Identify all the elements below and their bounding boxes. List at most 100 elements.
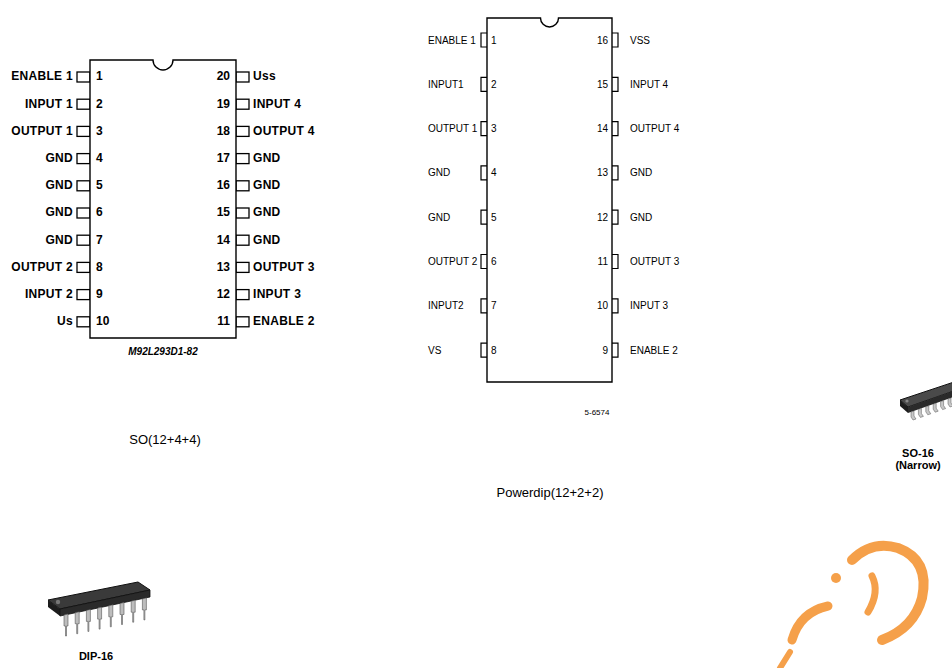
pin-stub: [77, 126, 90, 136]
pin-name: OUTPUT 1: [428, 123, 477, 134]
pin-number: 8: [491, 345, 497, 356]
dip-leg: [109, 605, 113, 627]
pin-stub: [236, 290, 249, 300]
pin-name: Us: [57, 315, 73, 328]
pin-number: 15: [217, 206, 230, 219]
pin-number: 8: [96, 261, 103, 274]
pin-name: ENABLE 1: [11, 70, 73, 83]
pin-stub: [612, 77, 618, 91]
pin-stub: [481, 77, 487, 91]
pin-number: 5: [491, 212, 497, 223]
pin-stub: [612, 299, 618, 313]
pin-number: 9: [96, 288, 103, 301]
pin-stub: [236, 317, 249, 327]
pin-name: OUTPUT 3: [253, 261, 315, 274]
pin-number: 13: [217, 261, 230, 274]
pin-stub: [236, 235, 249, 245]
pin-number: 17: [217, 152, 230, 165]
watermark-logo: [780, 546, 924, 668]
dip-leg: [75, 612, 79, 634]
pin-number: 19: [217, 98, 230, 111]
dip-leg: [64, 614, 68, 636]
pin-number: 18: [217, 125, 230, 138]
pin-number: 14: [217, 234, 230, 247]
dip-leg: [131, 600, 135, 622]
pin-name: GND: [630, 167, 652, 178]
pin-stub: [77, 235, 90, 245]
ic-outline: [487, 18, 612, 382]
so-leg: [933, 403, 938, 412]
pin-stub: [236, 262, 249, 272]
pin-number: 12: [597, 212, 608, 223]
ic-outline: [90, 60, 236, 338]
pin-name: GND: [253, 234, 281, 247]
pin-stub: [612, 122, 618, 136]
part-code: M92L293D1-82: [128, 346, 197, 357]
pin-name: INPUT1: [428, 79, 464, 90]
pin-number: 10: [96, 315, 109, 328]
pin-name: GND: [253, 152, 281, 165]
pin-number: 7: [96, 234, 103, 247]
pin-name: VSS: [630, 35, 650, 46]
pin-name: INPUT 2: [25, 288, 73, 301]
pin-number: 6: [491, 256, 497, 267]
pin-number: 14: [597, 123, 608, 134]
pin-stub: [77, 208, 90, 218]
pin-stub: [481, 343, 487, 357]
ic-body: 1202193184175166157148139121011: [90, 60, 236, 338]
pin-name: OUTPUT 3: [630, 256, 679, 267]
pin-number: 1: [96, 70, 103, 83]
pin-stub: [481, 33, 487, 47]
drawing-number: 5-6574: [585, 409, 610, 418]
pin-number: 6: [96, 206, 103, 219]
dip-leg: [98, 607, 102, 629]
pin-name: OUTPUT 2: [428, 256, 477, 267]
pin-stub: [481, 210, 487, 224]
pin-name: INPUT 4: [253, 98, 301, 111]
so-leg: [941, 401, 946, 410]
pin-number: 13: [597, 167, 608, 178]
pin-number: 11: [598, 256, 608, 267]
pin-number: 9: [602, 345, 608, 356]
pin-name: Uss: [253, 70, 276, 83]
pin-number: 2: [96, 98, 103, 111]
ic-outline-path: [487, 18, 612, 382]
pin-number: 7: [491, 300, 497, 311]
pin-number: 5: [96, 179, 103, 192]
package-label: DIP-16: [79, 650, 113, 662]
pin-number: 3: [491, 123, 497, 134]
pin-name: GND: [428, 212, 450, 223]
pin-number: 4: [491, 167, 497, 178]
pin-stub: [77, 154, 90, 164]
pin-name: ENABLE 1: [428, 35, 476, 46]
ic-outline-path: [90, 60, 236, 338]
pin-name: GND: [45, 234, 73, 247]
pin-name: OUTPUT 2: [11, 261, 73, 274]
pin-number: 16: [597, 35, 608, 46]
pin-name: GND: [428, 167, 450, 178]
pin-stub: [77, 290, 90, 300]
pin-number: 20: [217, 70, 230, 83]
pin-name: ENABLE 2: [253, 315, 315, 328]
pin-number: 16: [217, 179, 230, 192]
pin-stub: [612, 166, 618, 180]
ic-body: 11621531441351261171089: [487, 18, 612, 382]
pin-name: INPUT 4: [630, 79, 668, 90]
pin-stub: [612, 255, 618, 269]
pin-stub: [77, 262, 90, 272]
so-leg: [926, 406, 931, 415]
pin-stub: [481, 299, 487, 313]
pin-name: INPUT 3: [630, 300, 668, 311]
pin-number: 12: [217, 288, 230, 301]
pin-stub: [236, 126, 249, 136]
pin-name: INPUT 1: [25, 98, 73, 111]
pin-stub: [236, 99, 249, 109]
so-leg: [911, 411, 916, 420]
dip16-picture: [48, 582, 150, 636]
pin-stub: [612, 33, 618, 47]
pin-name: GND: [253, 179, 281, 192]
so-leg: [918, 408, 923, 417]
pin-name: OUTPUT 4: [630, 123, 679, 134]
pin-name: GND: [45, 179, 73, 192]
pin-number: 4: [96, 152, 103, 165]
